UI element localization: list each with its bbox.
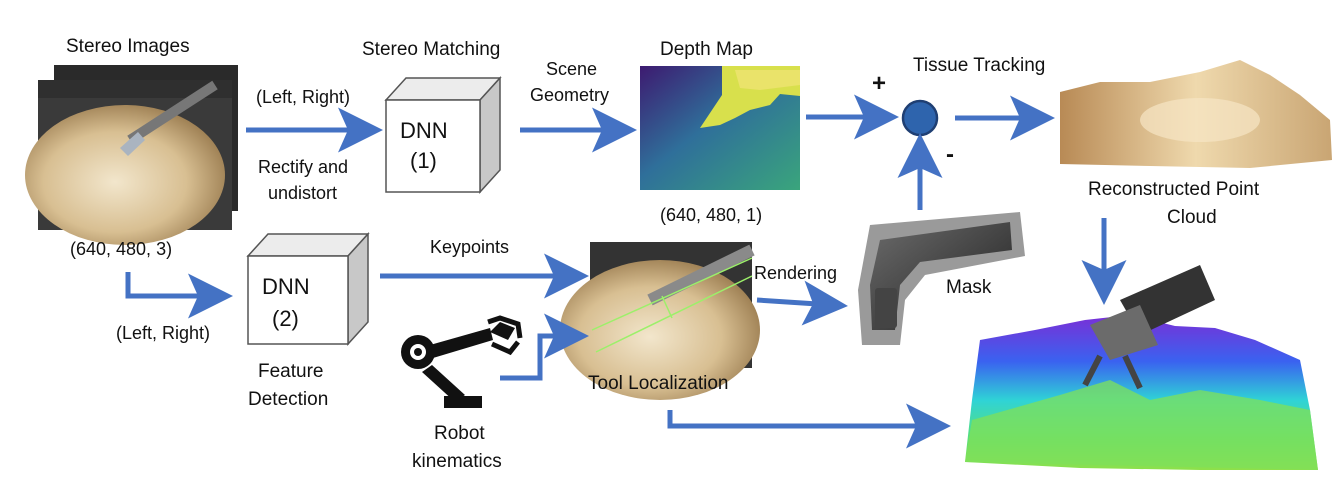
tissue-tracking-node [901,99,939,137]
tissue-tracking-title: Tissue Tracking [913,55,1046,76]
arrow-tool-to-mask [756,280,848,326]
dnn2-label: DNN [262,274,310,299]
robot-label-2: kinematics [412,451,502,472]
stereo-images-icon [25,65,238,245]
dnn2-cube [246,232,370,346]
scene-geometry-label-1: Scene [546,59,598,79]
rendering-label: Rendering [754,263,838,283]
arrow-images-to-dnn2 [125,272,233,319]
dnn2-index: (2) [272,306,299,331]
mask-label: Mask [946,277,992,298]
rectify-label-2: undistort [268,183,338,203]
reconstructed-label-1: Reconstructed Point [1088,179,1260,200]
keypoints-label: Keypoints [430,237,510,257]
scene-geometry-label-2: Geometry [530,85,610,105]
left-right-bottom-label: (Left, Right) [116,323,211,343]
depth-dimensions: (640, 480, 1) [660,205,763,225]
arrow-robot-to-tool [500,313,589,381]
minus-sign: - [946,141,954,168]
feature-detection-label-1: Feature [258,361,324,382]
reconstructed-cloud-icon [1060,60,1332,168]
feature-detection-label-2: Detection [248,389,329,410]
reconstructed-label-2: Cloud [1167,207,1217,228]
tool-localization-icon [560,242,760,400]
depth-map-title: Depth Map [660,39,753,60]
stereo-matching-title: Stereo Matching [362,39,501,60]
mask-icon [858,212,1025,345]
stereo-images-title: Stereo Images [66,36,190,57]
dnn1-cube [384,76,502,194]
tool-localization-label: Tool Localization [588,373,729,394]
plus-sign: + [872,70,887,97]
arrows [125,94,1127,449]
dnn1-label: DNN [400,118,448,143]
rectify-label-1: Rectify and [258,157,349,177]
left-right-top-label: (Left, Right) [256,87,351,107]
final-surface-icon [965,265,1318,470]
depth-map-icon [640,66,800,190]
image-dimensions: (640, 480, 3) [70,239,173,259]
arrow-tool-to-surface [667,403,951,449]
robot-label-1: Robot [434,423,485,444]
dnn1-index: (1) [410,148,437,173]
robot-arm-icon [401,315,523,408]
